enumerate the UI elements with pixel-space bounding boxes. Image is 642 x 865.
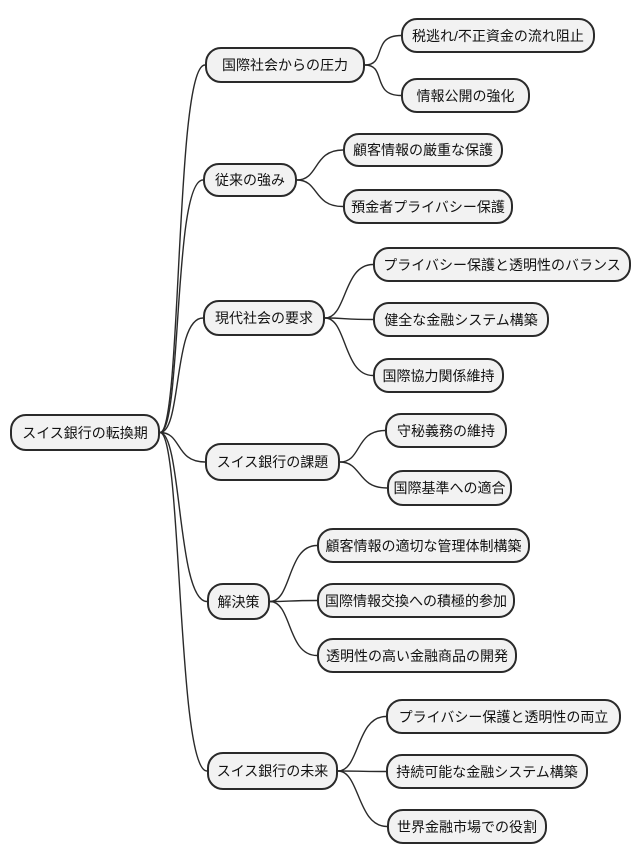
branch-traditional-strengths[interactable]: 従来の強み (203, 163, 297, 197)
branch-modern-society-demands[interactable]: 現代社会の要求 (203, 300, 325, 336)
leaf-sound-financial-system[interactable]: 健全な金融システム構築 (373, 302, 549, 337)
branch-solutions[interactable]: 解決策 (207, 583, 270, 620)
leaf-global-market-role[interactable]: 世界金融市場での役割 (387, 809, 547, 844)
leaf-info-exchange-participation[interactable]: 国際情報交換への積極的参加 (317, 583, 515, 618)
leaf-strict-customer-info-protection[interactable]: 顧客情報の厳重な保護 (343, 133, 503, 167)
leaf-confidentiality-maintenance[interactable]: 守秘義務の維持 (385, 413, 507, 448)
leaf-transparent-financial-products[interactable]: 透明性の高い金融商品の開発 (317, 638, 517, 673)
leaf-international-standards-compliance[interactable]: 国際基準への適合 (387, 470, 512, 506)
branch-swiss-bank-future[interactable]: スイス銀行の未来 (207, 752, 338, 790)
leaf-international-cooperation[interactable]: 国際協力関係維持 (373, 358, 504, 393)
branch-swiss-bank-challenges[interactable]: スイス銀行の課題 (205, 443, 340, 481)
leaf-customer-info-management-system[interactable]: 顧客情報の適切な管理体制構築 (317, 528, 530, 563)
leaf-sustainable-financial-system[interactable]: 持続可能な金融システム構築 (386, 754, 588, 789)
leaf-depositor-privacy[interactable]: 預金者プライバシー保護 (343, 189, 513, 224)
leaf-privacy-transparency-coexistence[interactable]: プライバシー保護と透明性の両立 (386, 699, 621, 734)
branch-international-pressure[interactable]: 国際社会からの圧力 (205, 47, 365, 83)
leaf-tax-evasion-prevention[interactable]: 税逃れ/不正資金の流れ阻止 (401, 18, 595, 53)
node-root-swiss-bank-transition[interactable]: スイス銀行の転換期 (10, 414, 160, 451)
leaf-privacy-transparency-balance[interactable]: プライバシー保護と透明性のバランス (373, 247, 631, 282)
leaf-information-disclosure[interactable]: 情報公開の強化 (401, 78, 530, 113)
